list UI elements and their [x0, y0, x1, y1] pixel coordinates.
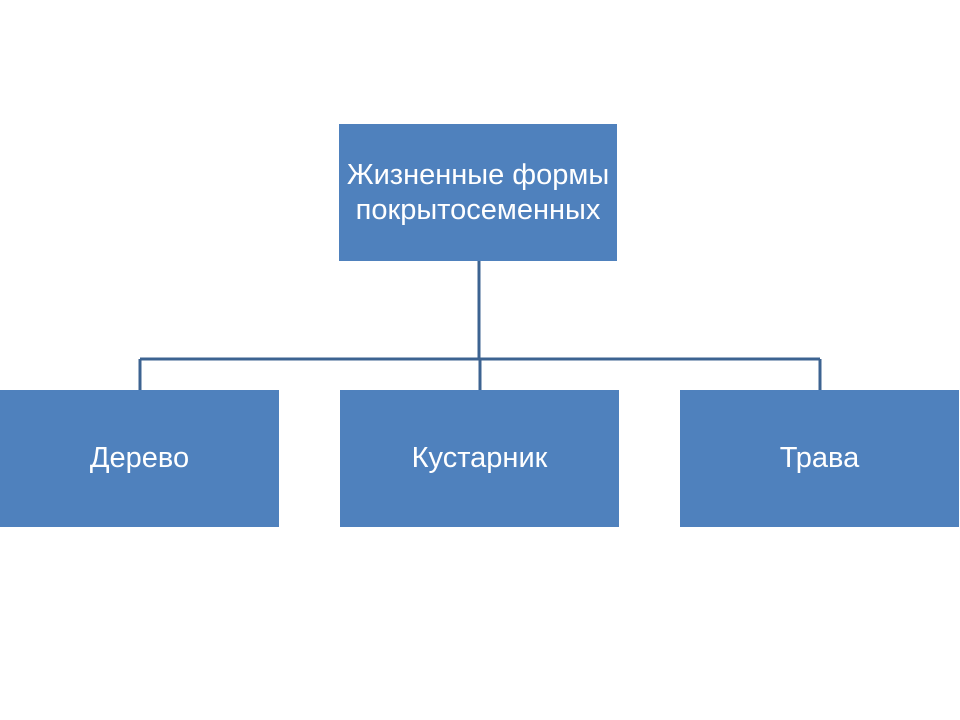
child-node-grass[interactable]: Трава: [680, 390, 959, 527]
root-node-label: Жизненные формы покрытосеменных: [346, 158, 610, 226]
child-node-tree[interactable]: Дерево: [0, 390, 279, 527]
child-node-label: Трава: [779, 442, 860, 475]
root-node[interactable]: Жизненные формы покрытосеменных: [339, 124, 617, 261]
child-node-label: Дерево: [89, 442, 190, 475]
child-node-shrub[interactable]: Кустарник: [340, 390, 619, 527]
child-node-label: Кустарник: [411, 442, 548, 475]
